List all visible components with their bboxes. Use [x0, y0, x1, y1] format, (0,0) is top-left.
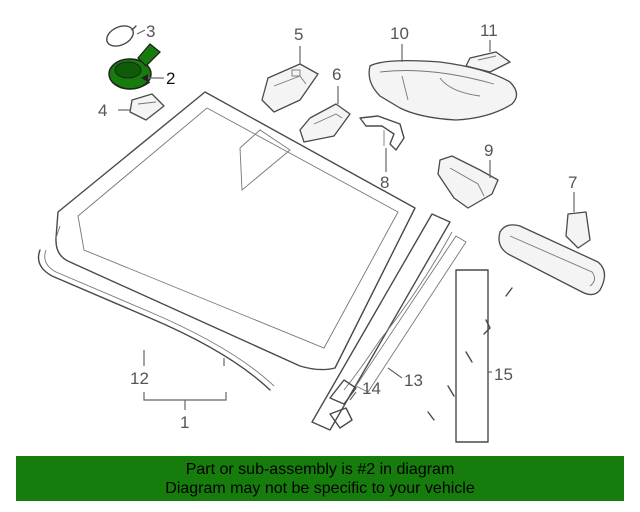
module-5 — [261, 63, 319, 113]
rain-sensor-highlighted — [108, 43, 161, 90]
windshield-moulding — [37, 249, 271, 391]
clip-panel — [427, 269, 513, 443]
callout-4: 4 — [98, 101, 107, 120]
callout-8: 8 — [380, 173, 389, 192]
module-6 — [299, 103, 351, 143]
callout-15: 15 — [494, 365, 513, 384]
callout-5: 5 — [294, 25, 303, 44]
cover-9 — [437, 155, 499, 209]
windshield — [55, 91, 416, 371]
leader-lines — [118, 29, 575, 410]
callout-9: 9 — [484, 141, 493, 160]
callout-1: 1 — [180, 413, 189, 432]
callout-14: 14 — [362, 379, 381, 398]
callout-13: 13 — [404, 371, 423, 390]
info-banner: Part or sub-assembly is #2 in diagram Di… — [16, 456, 624, 501]
rear-view-mirror — [498, 211, 606, 296]
banner-line-2: Diagram may not be specific to your vehi… — [165, 480, 475, 497]
small-cover — [465, 51, 511, 73]
callout-7: 7 — [568, 173, 577, 192]
callout-11: 11 — [480, 21, 498, 40]
o-ring — [106, 25, 137, 47]
callout-6: 6 — [332, 65, 341, 84]
callout-10: 10 — [390, 24, 409, 43]
callout-3: 3 — [146, 22, 155, 41]
callout-12: 12 — [130, 369, 149, 388]
sensor-bracket — [129, 93, 165, 121]
pillar-trim-panel — [311, 213, 467, 431]
banner-line-1: Part or sub-assembly is #2 in diagram — [185, 461, 455, 478]
mirror-cover — [368, 60, 518, 121]
callouts: 3 2 4 5 6 10 11 8 9 7 12 1 13 14 15 — [98, 21, 577, 432]
callout-2: 2 — [166, 69, 175, 88]
clip-8 — [359, 115, 405, 151]
